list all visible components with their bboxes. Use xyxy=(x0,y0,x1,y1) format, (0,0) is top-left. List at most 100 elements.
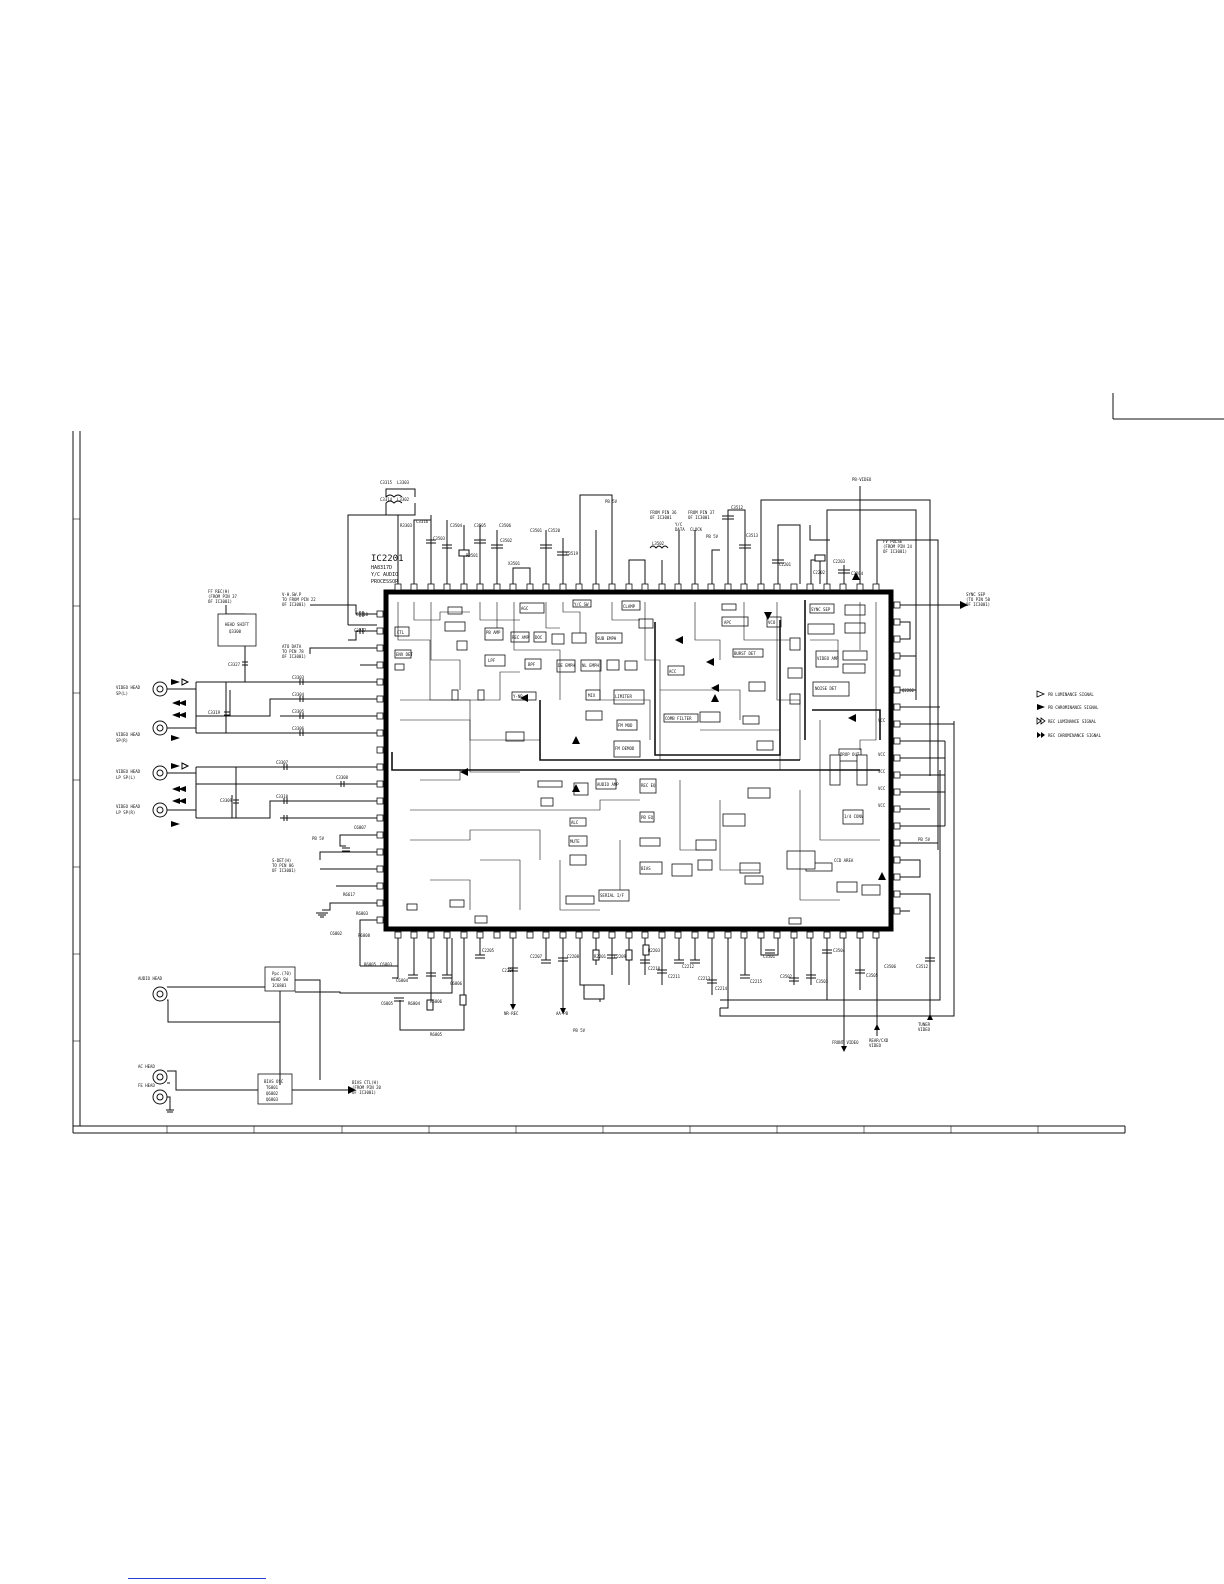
note-sdet-b: TO PIN 86 xyxy=(272,863,294,868)
label-c3504: C3504 xyxy=(450,523,463,528)
label-pb5v-top-2: PB 5V xyxy=(706,534,719,539)
ic-left-pins xyxy=(376,610,384,924)
top-capacitors xyxy=(385,494,850,574)
block-rec-eq: REC EQ xyxy=(641,783,656,788)
label-c2207: C2207 xyxy=(530,954,543,959)
label-r2201: R2201 xyxy=(594,954,607,959)
label-c3305: C3305 xyxy=(292,709,305,714)
head-shift-part: Q3300 xyxy=(229,629,242,634)
ccd-area-label: CCD AREA xyxy=(834,858,854,863)
block-sub-emph: SUB EMPH xyxy=(597,636,617,641)
block-serial-if: SERIAL I/F xyxy=(600,893,625,898)
note-ff-rec-c: OF IC3001) xyxy=(208,599,232,604)
video-head-4-icon xyxy=(152,802,168,818)
label-r2203: R2203 xyxy=(648,948,661,953)
note-front-video: FRONT VIDEO xyxy=(832,1040,859,1045)
ic-right-pins xyxy=(893,601,901,915)
block-doc: DOC xyxy=(535,635,543,640)
video-head-1-icon xyxy=(152,681,168,697)
note-from37: FROM PIN 37 xyxy=(688,510,715,515)
bias-osc-label: BIAS OSC xyxy=(264,1079,284,1084)
label-vcc-1: VCC xyxy=(878,718,886,723)
label-c2214: C2214 xyxy=(715,986,728,991)
label-c3316: C3316 xyxy=(416,519,429,524)
label-c3304: C3304 xyxy=(292,692,305,697)
legend-rec-chrominance: REC CHROMINANCE SIGNAL xyxy=(1048,733,1102,738)
label-c6802: C6802 xyxy=(330,931,343,936)
footer-link-underline[interactable] xyxy=(128,1578,266,1579)
bias-osc-part-2: Q6802 xyxy=(266,1091,279,1096)
label-c3310: C3310 xyxy=(276,794,289,799)
label-r6805: R6805 xyxy=(364,962,377,967)
label-c2215: C2215 xyxy=(750,979,763,984)
label-r6806: R6806 xyxy=(430,999,443,1004)
label-c2204: C2204 xyxy=(851,571,864,576)
note-nr-rec: NR-REC xyxy=(504,1011,519,1016)
label-l3302: L3302 xyxy=(397,497,410,502)
note-yc: Y/C xyxy=(675,522,683,527)
label-r6617: R6617 xyxy=(343,892,356,897)
block-fm-mod: FM MOD xyxy=(618,723,633,728)
fe-head-icon xyxy=(152,1089,168,1105)
label-c2202: C2202 xyxy=(813,570,826,575)
bottom-labels: C2205 C2206 C2207 C2208 R2201 C2209 R220… xyxy=(482,948,931,1048)
note-clock: CLOCK xyxy=(690,527,703,532)
note-vh-sw-b: TO FROM PIN 22 xyxy=(282,597,316,602)
ac-head-icon xyxy=(152,1069,168,1085)
block-vco: VCO xyxy=(768,620,776,625)
label-c3501-b: C3501 xyxy=(763,954,776,959)
block-lpf: LPF xyxy=(488,658,496,663)
block-drop-out: DROP OUT xyxy=(840,752,860,757)
video-head-1-sub: SP(L) xyxy=(116,691,128,696)
label-r6808: R6808 xyxy=(358,933,371,938)
label-c2206: C2206 xyxy=(502,968,515,973)
note-rear: REAR/CXD xyxy=(869,1038,889,1043)
left-labels: C3318 C3317 C3327 C3303 C3304 C3305 C330… xyxy=(208,589,371,938)
label-c3502: C3502 xyxy=(500,538,513,543)
note-sdet: S-DET(H) xyxy=(272,858,291,863)
label-c3327: C3327 xyxy=(228,662,241,667)
video-head-4-label: VIDEO HEAD xyxy=(116,804,141,809)
label-pb5v-left: PB 5V xyxy=(312,836,325,841)
ic-internal-blocks: CTL ENV DET PB AMP REC AMP AGC Y/C SW CL… xyxy=(394,599,881,925)
block-bias: BIAS xyxy=(641,866,651,871)
fe-head-label: FE HEAD xyxy=(138,1083,155,1088)
note-fv-pulse-b: (FROM PIN 24 xyxy=(883,544,912,549)
ic-desc-2: PROCESSOR xyxy=(371,579,399,585)
block-clamp: CLAMP xyxy=(623,604,636,609)
label-c3501: C3501 xyxy=(530,528,543,533)
label-c3319: C3319 xyxy=(208,710,221,715)
label-c3513: C3513 xyxy=(746,533,759,538)
label-c3314: C3314 xyxy=(380,497,393,502)
note-ato: ATO DATA xyxy=(282,644,302,649)
label-vcc-2: VCC xyxy=(878,752,886,757)
block-fm-demod: FM DEMOD xyxy=(615,746,635,751)
block-de-emph: DE EMPH xyxy=(558,663,575,668)
label-c3502-b: C3502 xyxy=(780,974,793,979)
label-vcc-5: VCC xyxy=(878,803,886,808)
label-c3308: C3308 xyxy=(336,775,349,780)
block-comb-filter: COMB FILTER xyxy=(665,716,692,721)
label-r3303: R3303 xyxy=(400,523,413,528)
note-aa-pb: AA-PB xyxy=(556,1011,569,1016)
video-head-3-label: VIDEO HEAD xyxy=(116,769,141,774)
bottom-connections xyxy=(479,721,955,1046)
label-r6803: R6803 xyxy=(356,911,369,916)
ic-bottom-pins xyxy=(394,931,880,939)
label-c3506-b: C3506 xyxy=(884,964,897,969)
label-c3505-b: C3505 xyxy=(866,973,879,978)
note-bias-ctl-c: OF IC3001) xyxy=(352,1090,376,1095)
label-c3306: C3306 xyxy=(292,726,305,731)
label-r6804: R6804 xyxy=(408,1001,421,1006)
legend-rec-luminance-icon xyxy=(1036,717,1042,725)
video-head-2-icon xyxy=(152,720,168,736)
label-vcc-3: VCC xyxy=(878,769,886,774)
ic-ref: IC2201 xyxy=(371,554,404,564)
sheet-frame xyxy=(72,393,1224,1134)
note-rear-b: VIDEO xyxy=(869,1043,882,1048)
label-pb5v-right: PB 5V xyxy=(918,837,931,842)
head-amp-label: Ppc.(70) xyxy=(272,971,291,976)
block-limiter: LIMITER xyxy=(615,694,632,699)
ic-bold-arrows xyxy=(460,572,886,880)
block-ctl: CTL xyxy=(397,630,405,635)
